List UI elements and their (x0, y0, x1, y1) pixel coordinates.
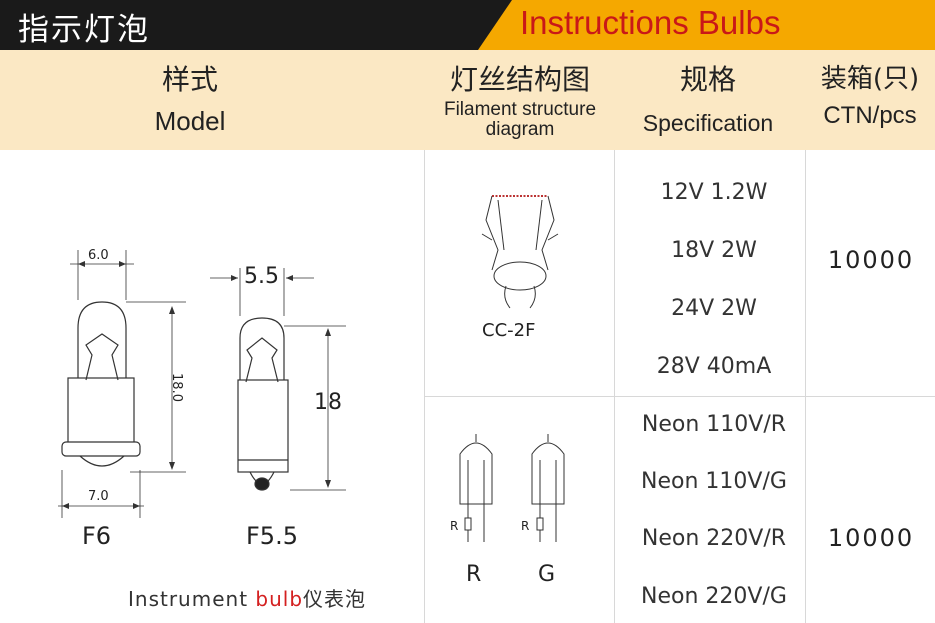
neon-r-resistor-label: R (450, 519, 459, 533)
col-model-cn: 样式 (161, 63, 218, 96)
filament-cc2f-diagram (481, 195, 559, 309)
neon-g-drawing (531, 434, 565, 542)
spec-group1-item1: 12V 1.2W (660, 180, 768, 205)
spec-group1-item4: 28V 40mA (656, 354, 772, 379)
f55-dim-top: 5.5 (244, 264, 279, 289)
divider-spec-ctn (805, 150, 806, 623)
neon-r-drawing (459, 434, 493, 542)
col-filament-en: Filament structure diagram (420, 100, 620, 140)
col-ctn-cn: 装箱(只) (820, 64, 920, 94)
header-accent-shape (478, 0, 935, 50)
spec-group1-item2: 18V 2W (671, 238, 757, 263)
neon-g-resistor-label: R (521, 519, 530, 533)
neon-g-label: G (538, 562, 556, 587)
divider-model-filament (424, 150, 425, 623)
spec-group2-item2: Neon 110V/G (641, 469, 787, 494)
divider-filament-spec (614, 150, 615, 623)
title-en: Instructions Bulbs (520, 4, 781, 41)
col-model-en: Model (154, 106, 226, 136)
neon-diagrams (459, 434, 565, 542)
f6-dim-top: 6.0 (88, 248, 109, 263)
f55-bulb-drawing (210, 268, 346, 491)
f55-dim-height: 18 (314, 390, 342, 415)
caption-bulb: bulb (255, 587, 304, 611)
f55-label: F5.5 (246, 522, 298, 550)
col-filament-cn: 灯丝结构图 (449, 63, 590, 96)
divider-row (424, 396, 935, 397)
f6-label: F6 (82, 522, 112, 550)
spec-group1-item3: 24V 2W (671, 296, 757, 321)
spec-group2-item1: Neon 110V/R (641, 412, 787, 437)
f6-dim-height: 18.0 (168, 373, 184, 402)
f6-dim-bottom: 7.0 (88, 489, 109, 504)
model-caption: Instrument bulb仪表泡 (128, 583, 366, 612)
spec-group2-item4: Neon 220V/G (641, 584, 787, 609)
f6-bulb-drawing (58, 250, 186, 518)
spec-group2-item3: Neon 220V/R (641, 526, 787, 551)
title-cn: 指示灯泡 (18, 12, 150, 48)
col-filament-en-line1: Filament structure (443, 99, 597, 120)
caption-cn: 仪表泡 (303, 587, 367, 611)
col-spec-cn: 规格 (679, 63, 736, 96)
column-header (0, 50, 935, 150)
neon-r-label: R (466, 562, 482, 587)
col-spec-en: Specification (642, 110, 774, 136)
ctn-group2: 10000 (827, 524, 915, 552)
col-filament-en-line2: diagram (485, 119, 555, 140)
filament-cc2f-label: CC-2F (482, 320, 536, 341)
model-drawings (58, 250, 346, 518)
caption-prefix: Instrument (128, 587, 256, 611)
ctn-group1: 10000 (827, 246, 915, 274)
col-ctn-en: CTN/pcs (823, 102, 917, 129)
